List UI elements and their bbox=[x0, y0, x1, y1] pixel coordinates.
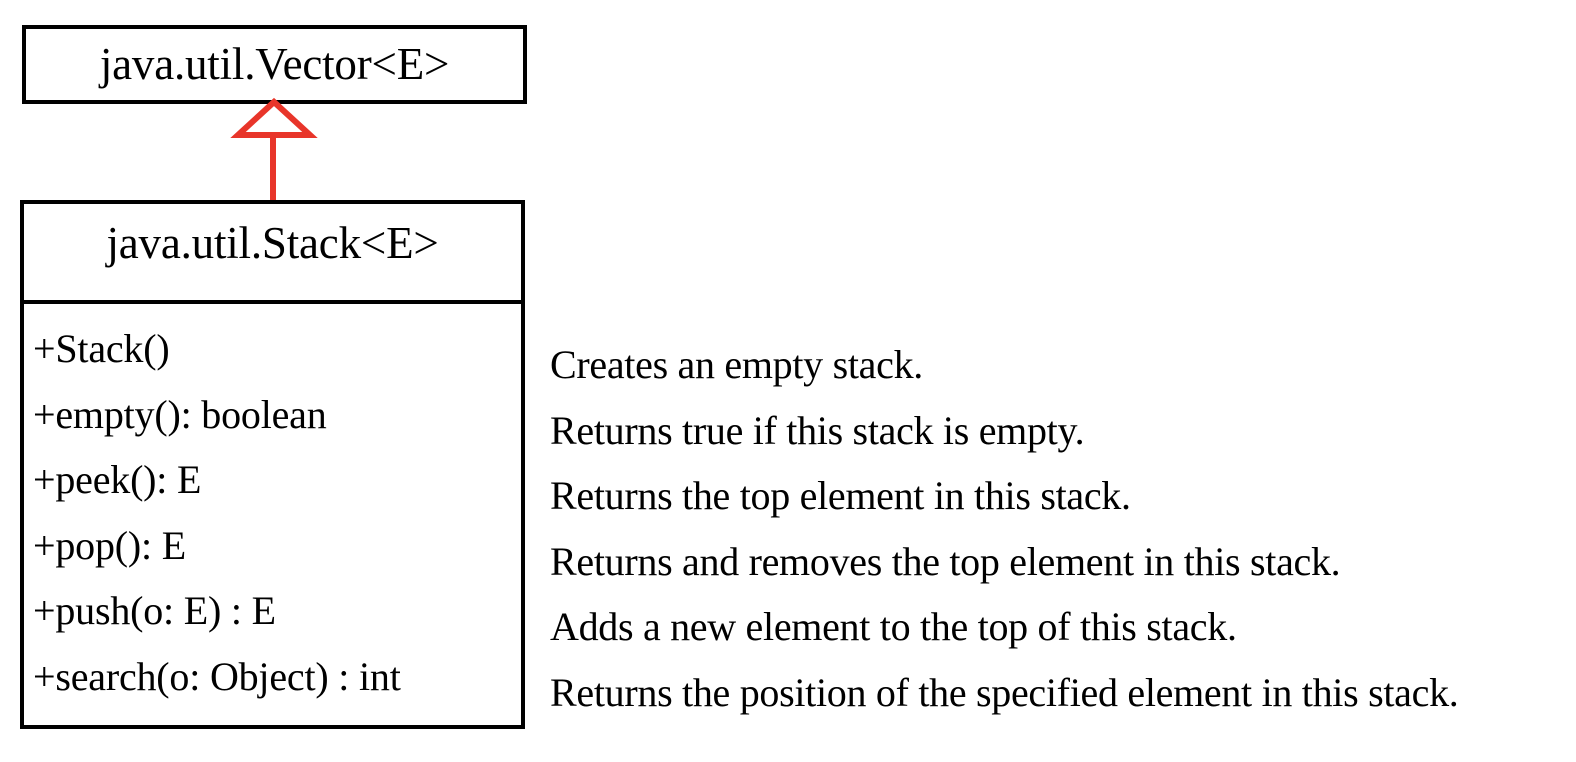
method-description: Returns and removes the top element in t… bbox=[550, 538, 1341, 584]
class-box-superclass: java.util.Vector<E> bbox=[22, 25, 527, 104]
method-row: +Stack() bbox=[33, 326, 170, 371]
method-description: Creates an empty stack. bbox=[550, 342, 923, 387]
inheritance-arrow-icon bbox=[230, 97, 318, 202]
method-row: +peek(): E bbox=[33, 457, 202, 502]
superclass-name: java.util.Vector<E> bbox=[99, 39, 450, 89]
method-description-list: Creates an empty stack. Returns true if … bbox=[550, 320, 1570, 733]
method-compartment: +Stack() +empty(): boolean +peek(): E +p… bbox=[24, 304, 521, 725]
method-row: +search(o: Object) : int bbox=[33, 653, 401, 699]
method-description: Returns true if this stack is empty. bbox=[550, 407, 1085, 453]
method-row: +pop(): E bbox=[33, 522, 186, 568]
method-description: Returns the top element in this stack. bbox=[550, 473, 1131, 518]
method-row: +push(o: E) : E bbox=[33, 588, 276, 633]
subclass-name: java.util.Stack<E> bbox=[106, 218, 439, 268]
class-box-subclass: java.util.Stack<E> +Stack() +empty(): bo… bbox=[20, 200, 525, 729]
compartment-divider bbox=[24, 300, 521, 304]
inheritance-triangle-icon bbox=[230, 97, 318, 138]
method-description: Adds a new element to the top of this st… bbox=[550, 604, 1237, 649]
method-description: Returns the position of the specified el… bbox=[550, 669, 1459, 715]
method-row: +empty(): boolean bbox=[33, 391, 327, 437]
